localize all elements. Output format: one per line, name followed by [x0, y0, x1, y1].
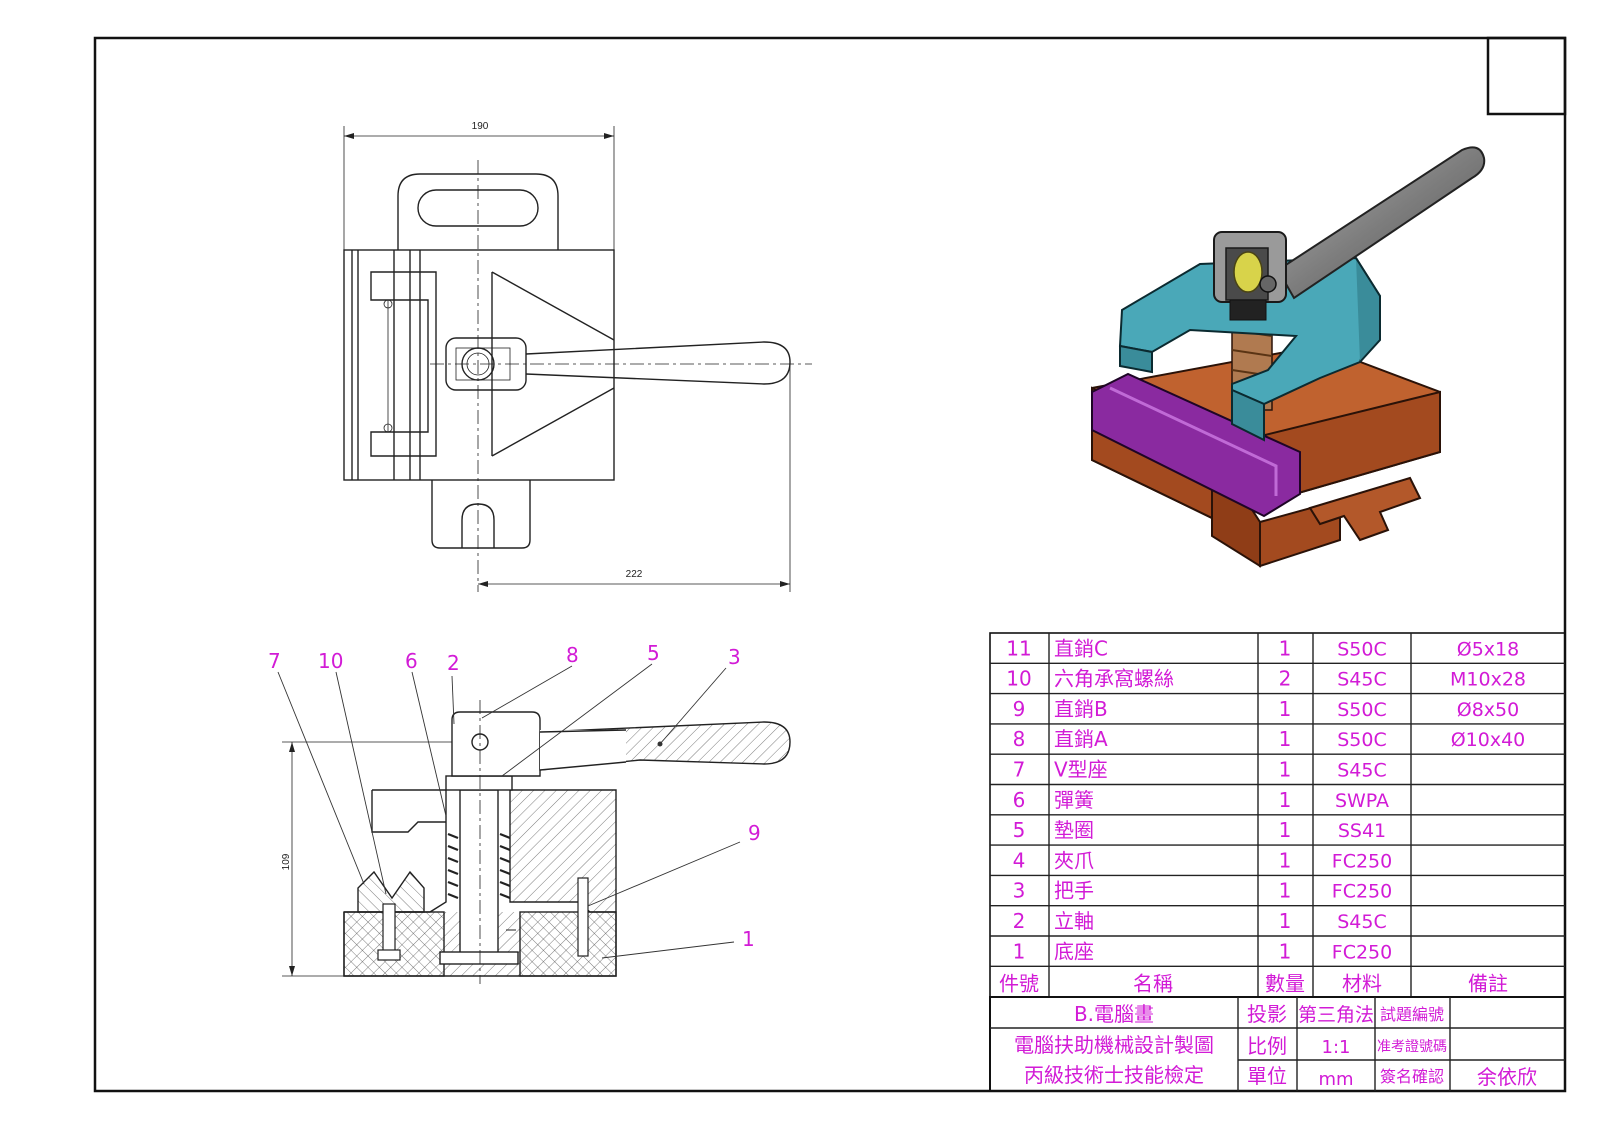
part-no: 3: [1013, 879, 1026, 903]
header-qty: 數量: [1265, 971, 1305, 995]
part-qty: 1: [1279, 818, 1292, 842]
balloon-2: 2: [447, 651, 460, 675]
scale-value: 1:1: [1322, 1037, 1351, 1058]
part-qty: 2: [1279, 667, 1292, 691]
part-no: 2: [1013, 909, 1026, 933]
part-no: 5: [1013, 818, 1026, 842]
part-name: 底座: [1054, 939, 1094, 963]
dim-109: 109: [281, 853, 292, 870]
part-material: S45C: [1337, 911, 1387, 933]
balloon-7: 7: [268, 649, 281, 673]
title-line1: 電腦扶助機械設計製圖: [1014, 1033, 1214, 1057]
projection-label: 投影: [1247, 1002, 1287, 1026]
part-note: Ø8x50: [1457, 699, 1519, 721]
drawing-type: B.電腦畫: [1074, 1002, 1154, 1026]
header-material: 材料: [1342, 971, 1382, 995]
part-note: M10x28: [1450, 669, 1526, 691]
sign-label: 簽名確認: [1380, 1067, 1444, 1086]
part-note: Ø5x18: [1457, 638, 1519, 660]
balloon-6: 6: [405, 649, 418, 673]
part-qty: 1: [1279, 697, 1292, 721]
part-name: 立軸: [1054, 909, 1094, 933]
part-material: S50C: [1337, 729, 1387, 751]
candidate-label: 准考證號碼: [1377, 1038, 1447, 1055]
part-no: 4: [1013, 848, 1026, 872]
part-name: V型座: [1054, 758, 1108, 782]
exam-no-label: 試題編號: [1380, 1005, 1444, 1024]
section-view: 109 7 10 6 2 8 5 3 9 1: [268, 641, 791, 984]
part-material: S45C: [1337, 760, 1387, 782]
balloon-8: 8: [566, 643, 579, 667]
part-name: 直銷B: [1054, 697, 1108, 721]
part-no: 1: [1013, 939, 1026, 963]
part-no: 7: [1013, 758, 1026, 782]
part-name: 直銷A: [1054, 727, 1108, 751]
part-qty: 1: [1279, 788, 1292, 812]
part-material: S45C: [1337, 669, 1387, 691]
part-no: 9: [1013, 697, 1026, 721]
header-note: 備註: [1468, 971, 1508, 995]
part-qty: 1: [1279, 848, 1292, 872]
scale-label: 比例: [1247, 1034, 1287, 1058]
balloon-3: 3: [728, 645, 741, 669]
part-material: FC250: [1332, 941, 1392, 963]
part-name: 直銷C: [1054, 636, 1108, 660]
part-name: 六角承窩螺絲: [1054, 667, 1174, 691]
part-material: S50C: [1337, 699, 1387, 721]
part-material: FC250: [1332, 850, 1392, 872]
part-name: 把手: [1054, 879, 1094, 903]
balloon-10: 10: [318, 649, 343, 673]
part-name: 夾爪: [1054, 848, 1094, 872]
sheet-border: [93, 36, 1567, 1093]
part-material: FC250: [1332, 881, 1392, 903]
part-name: 彈簧: [1054, 788, 1094, 812]
part-material: S50C: [1337, 638, 1387, 660]
part-no: 11: [1006, 636, 1031, 660]
part-qty: 1: [1279, 909, 1292, 933]
dim-222: 222: [626, 569, 643, 580]
unit-value: mm: [1318, 1069, 1353, 1090]
part-qty: 1: [1279, 879, 1292, 903]
header-name: 名稱: [1133, 971, 1173, 995]
part-material: SS41: [1338, 820, 1386, 842]
projection-value: 第三角法: [1298, 1004, 1374, 1026]
balloon-5: 5: [647, 641, 660, 665]
sign-value: 余依欣: [1477, 1065, 1537, 1089]
part-qty: 1: [1279, 727, 1292, 751]
part-qty: 1: [1279, 636, 1292, 660]
isometric-render: [1091, 146, 1486, 568]
header-no: 件號: [999, 971, 1039, 995]
part-note: Ø10x40: [1451, 729, 1526, 751]
balloon-9: 9: [748, 821, 761, 845]
part-qty: 1: [1279, 758, 1292, 782]
balloon-1: 1: [742, 927, 755, 951]
title-block: B.電腦畫 電腦扶助機械設計製圖 丙級技術士技能檢定 投影 第三角法 比例 1:…: [989, 996, 1566, 1092]
part-no: 6: [1013, 788, 1026, 812]
part-qty: 1: [1279, 939, 1292, 963]
unit-label: 單位: [1247, 1064, 1287, 1088]
part-material: SWPA: [1335, 790, 1389, 812]
corner-box: [1486, 36, 1567, 116]
part-no: 10: [1006, 667, 1031, 691]
title-line2: 丙級技術士技能檢定: [1024, 1063, 1204, 1087]
top-view: 190 222: [343, 121, 812, 592]
part-no: 8: [1013, 727, 1026, 751]
dim-190: 190: [472, 121, 489, 132]
part-name: 墊圈: [1054, 818, 1094, 842]
